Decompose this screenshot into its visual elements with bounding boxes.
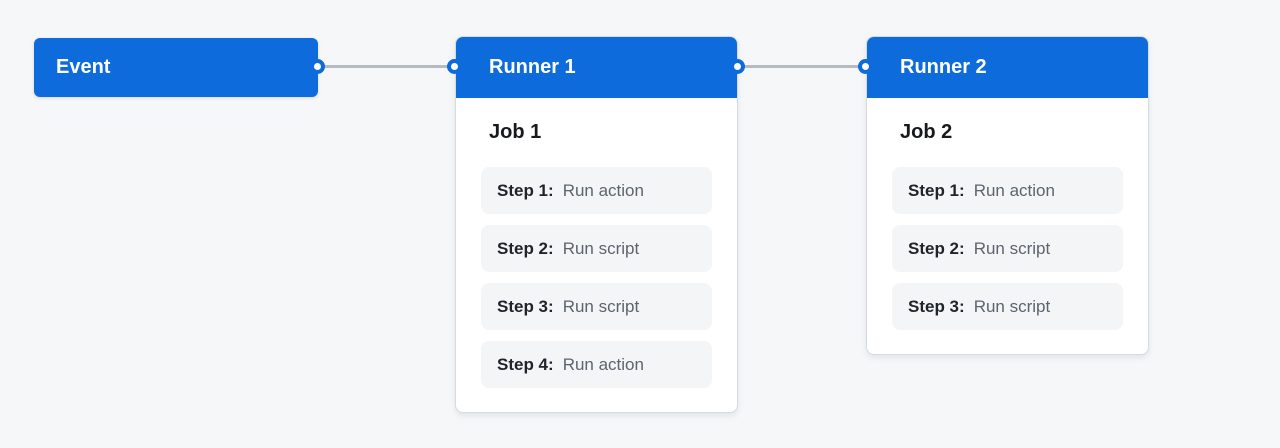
step-value: Run script	[562, 238, 640, 258]
step-value: Run script	[562, 296, 640, 316]
step-label: Step 4:	[497, 354, 554, 374]
job1-step-row-2: Step 2: Run script	[481, 225, 712, 272]
runner2-card: Runner 2 Job 2 Step 1: Run action Step 2…	[866, 36, 1149, 355]
job2-step-row-1: Step 1: Run action	[892, 167, 1123, 214]
runner1-body: Job 1 Step 1: Run action Step 2: Run scr…	[456, 119, 737, 412]
runner2-title: Runner 2	[900, 56, 987, 78]
job1-title: Job 1	[489, 121, 542, 143]
connector-dot-runner2-left	[858, 59, 873, 74]
job1-step-row-3: Step 3: Run script	[481, 283, 712, 330]
connector-dot-event-right	[310, 59, 325, 74]
connector-line-event-to-runner1	[318, 65, 455, 68]
step-value: Run action	[562, 354, 644, 374]
step-value: Run action	[562, 180, 644, 200]
job2-step-row-3: Step 3: Run script	[892, 283, 1123, 330]
event-node: Event	[34, 38, 318, 97]
step-label: Step 3:	[908, 296, 965, 316]
step-value: Run action	[973, 180, 1055, 200]
runner1-title: Runner 1	[489, 56, 576, 78]
job2-title: Job 2	[900, 121, 953, 143]
connector-dot-runner1-left	[447, 59, 462, 74]
step-label: Step 3:	[497, 296, 554, 316]
job1-step-row-4: Step 4: Run action	[481, 341, 712, 388]
step-label: Step 2:	[908, 238, 965, 258]
step-label: Step 1:	[497, 180, 554, 200]
event-node-label: Event	[56, 56, 111, 78]
step-value: Run script	[973, 296, 1051, 316]
job2-step-row-2: Step 2: Run script	[892, 225, 1123, 272]
job1-step-row-1: Step 1: Run action	[481, 167, 712, 214]
runner1-header: Runner 1	[456, 37, 737, 98]
runner2-header: Runner 2	[867, 37, 1148, 98]
step-label: Step 2:	[497, 238, 554, 258]
connector-dot-runner1-right	[730, 59, 745, 74]
step-label: Step 1:	[908, 180, 965, 200]
runner2-body: Job 2 Step 1: Run action Step 2: Run scr…	[867, 119, 1148, 354]
connector-line-runner1-to-runner2	[738, 65, 866, 68]
step-value: Run script	[973, 238, 1051, 258]
runner1-card: Runner 1 Job 1 Step 1: Run action Step 2…	[455, 36, 738, 413]
